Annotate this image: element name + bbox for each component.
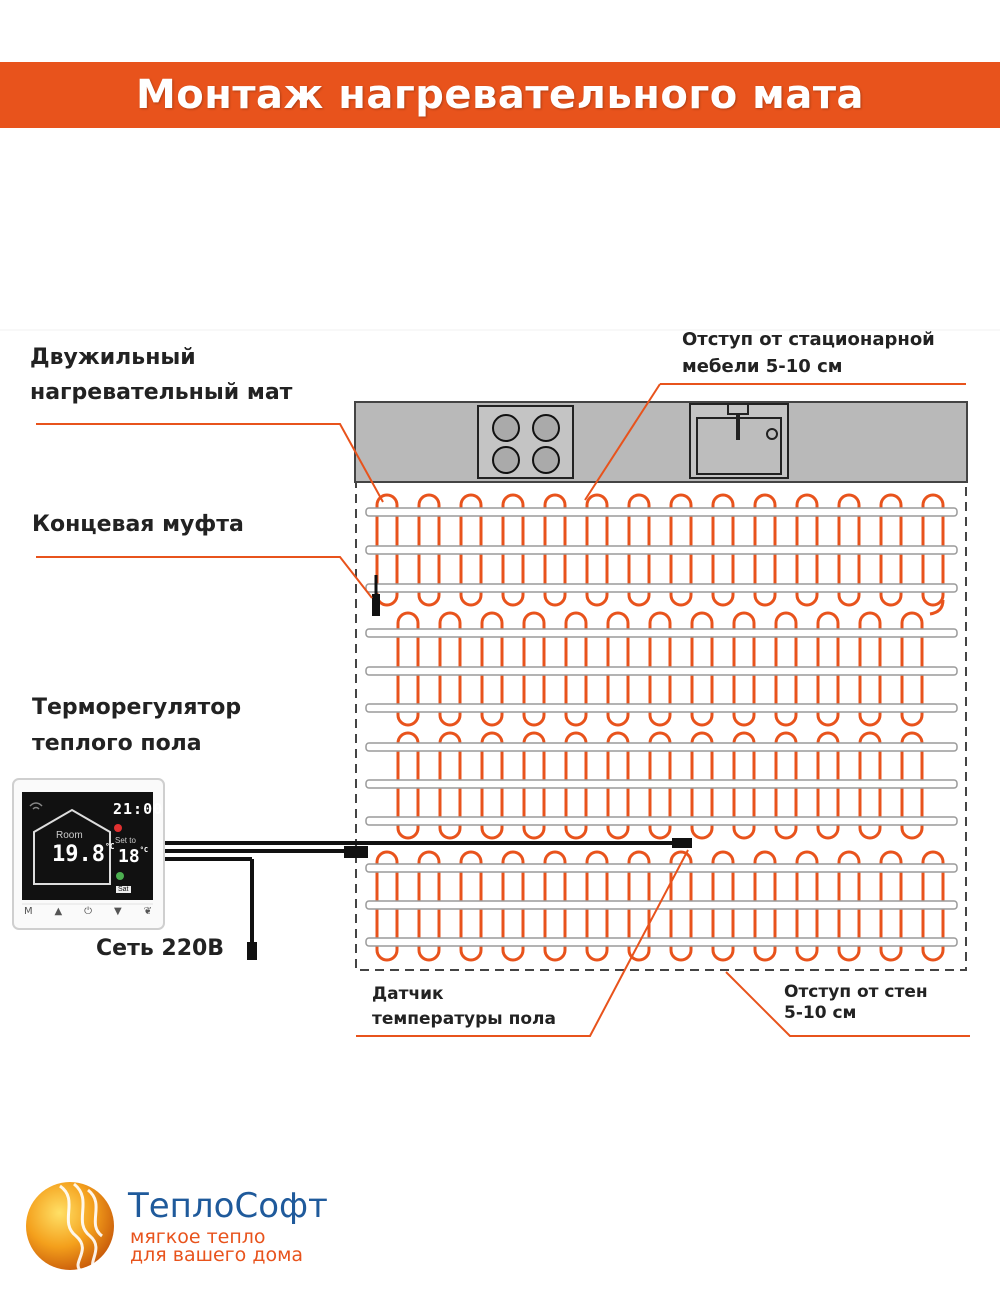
thermostat-device [12, 778, 165, 930]
thermostat-day: Sat [116, 886, 131, 893]
page-title: Монтаж нагревательного мата [135, 72, 865, 118]
mesh-strip [365, 937, 958, 947]
leader-lines [36, 383, 970, 1037]
mat-connection [344, 846, 368, 858]
mesh-strip [365, 742, 958, 752]
furniture-offset-line1: Отступ от стационарной [682, 329, 935, 350]
furniture-offset-line2: мебели 5-10 см [682, 356, 843, 377]
sensor-label-line2: температуры пола [372, 1009, 556, 1029]
mesh-strip [365, 628, 958, 638]
brand-tagline-line2: для вашего дома [130, 1244, 304, 1266]
cooktop-icon [477, 405, 574, 479]
wall-offset-line2: 5-10 см [784, 1003, 857, 1023]
sun-logo-icon [26, 1182, 114, 1272]
furniture-offset-label: Отступ от стационарной мебели 5-10 см [682, 326, 935, 380]
mesh-strip [365, 779, 958, 789]
mesh-strip [365, 816, 958, 826]
kitchen-counter [354, 401, 968, 483]
mat-label: Двужильный нагревательный мат [30, 340, 292, 410]
mode-button[interactable]: M [24, 906, 33, 917]
sensor-label-line1: Датчик [372, 984, 444, 1004]
mesh-strip [365, 666, 958, 676]
down-button[interactable]: ▼ [113, 906, 122, 917]
thermostat-set-label: Set to [115, 836, 136, 845]
home-icon [33, 808, 111, 885]
thermostat-buttons: M ▲ ⏻ ▼ ❦ [24, 906, 152, 917]
thermostat-set-unit: °C [139, 846, 149, 854]
sensor-label: Датчик температуры пола [372, 982, 556, 1032]
mesh-strip [365, 545, 958, 555]
mat-label-line1: Двужильный [30, 345, 196, 370]
thermostat-room-temp: 19.8 [52, 842, 105, 867]
mat-label-line2: нагревательный мат [30, 380, 293, 405]
brand-tagline-line1: мягкое тепло [130, 1226, 266, 1248]
power-icon[interactable]: ⏻ [84, 906, 93, 917]
mesh-strip [365, 863, 958, 873]
up-button[interactable]: ▲ [54, 906, 63, 917]
end-sleeve-marker [372, 594, 380, 616]
mesh-strip [365, 583, 958, 593]
thermostat-wiring [165, 838, 692, 960]
heating-mat [365, 493, 958, 962]
mesh-strip [365, 507, 958, 517]
floor-sensor [672, 838, 692, 848]
mesh-strip [365, 703, 958, 713]
thermostat-set-temp: 18 [118, 846, 140, 867]
thermostat-room-label: Room [56, 830, 83, 841]
thermostat-label-line2: теплого пола [32, 731, 202, 756]
brand-name: ТеплоСофт [128, 1186, 328, 1226]
wifi-icon [29, 802, 43, 810]
room-boundary [355, 481, 967, 971]
thermostat-label: Терморегулятор теплого пола [32, 690, 241, 762]
brand-tagline: мягкое тепло для вашего дома [130, 1226, 304, 1266]
thermostat-label-line1: Терморегулятор [32, 695, 242, 720]
heating-cable-turn [929, 599, 945, 616]
leaf-icon[interactable]: ❦ [143, 906, 152, 917]
thermostat-room-unit: °C [104, 842, 115, 851]
end-sleeve-label: Концевая муфта [32, 512, 244, 537]
thermostat-clock: 21:00 [113, 800, 164, 818]
mains-label: Сеть 220В [96, 936, 225, 961]
title-banner: Монтаж нагревательного мата [0, 62, 1000, 128]
wall-offset-line1: Отступ от стен [784, 982, 928, 1002]
wall-offset-label: Отступ от стен 5-10 см [784, 982, 928, 1024]
